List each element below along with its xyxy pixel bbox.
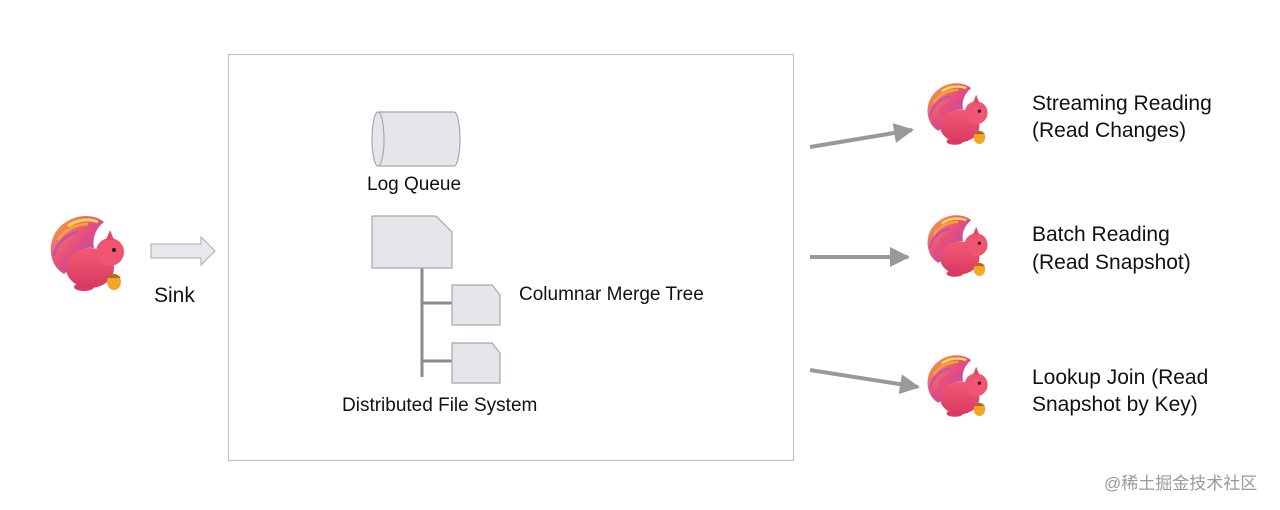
batch-reading-sublabel: (Read Snapshot): [1032, 251, 1191, 274]
file-icon-child-2: [451, 342, 501, 384]
arrow-lookup: [809, 368, 920, 395]
lookup-join-label: Lookup Join (Read: [1032, 366, 1209, 389]
storage-box: [227, 53, 795, 462]
sink-label: Sink: [154, 284, 195, 307]
sink-arrow: [150, 235, 216, 267]
columnar-merge-tree-label: Columnar Merge Tree: [519, 284, 704, 305]
file-icon: [371, 215, 453, 269]
file-icon-child-1: [451, 284, 501, 326]
batch-reading-label: Batch Reading: [1032, 223, 1170, 246]
cylinder-icon: [371, 111, 461, 167]
streaming-flink-icon: [926, 82, 989, 147]
streaming-reading-sublabel: (Read Changes): [1032, 119, 1187, 142]
arrow-streaming: [809, 123, 914, 149]
log-queue-label: Log Queue: [367, 174, 462, 195]
source-flink-icon: [49, 214, 126, 293]
streaming-reading-label: Streaming Reading: [1032, 92, 1212, 115]
merge-tree-lines: [420, 266, 452, 377]
lookup-join-sublabel: Snapshot by Key): [1032, 393, 1198, 416]
distributed-file-system-label: Distributed File System: [342, 395, 538, 416]
lookup-flink-icon: [926, 354, 989, 419]
watermark: @稀土掘金技术社区: [1104, 474, 1258, 493]
batch-flink-icon: [926, 214, 989, 279]
